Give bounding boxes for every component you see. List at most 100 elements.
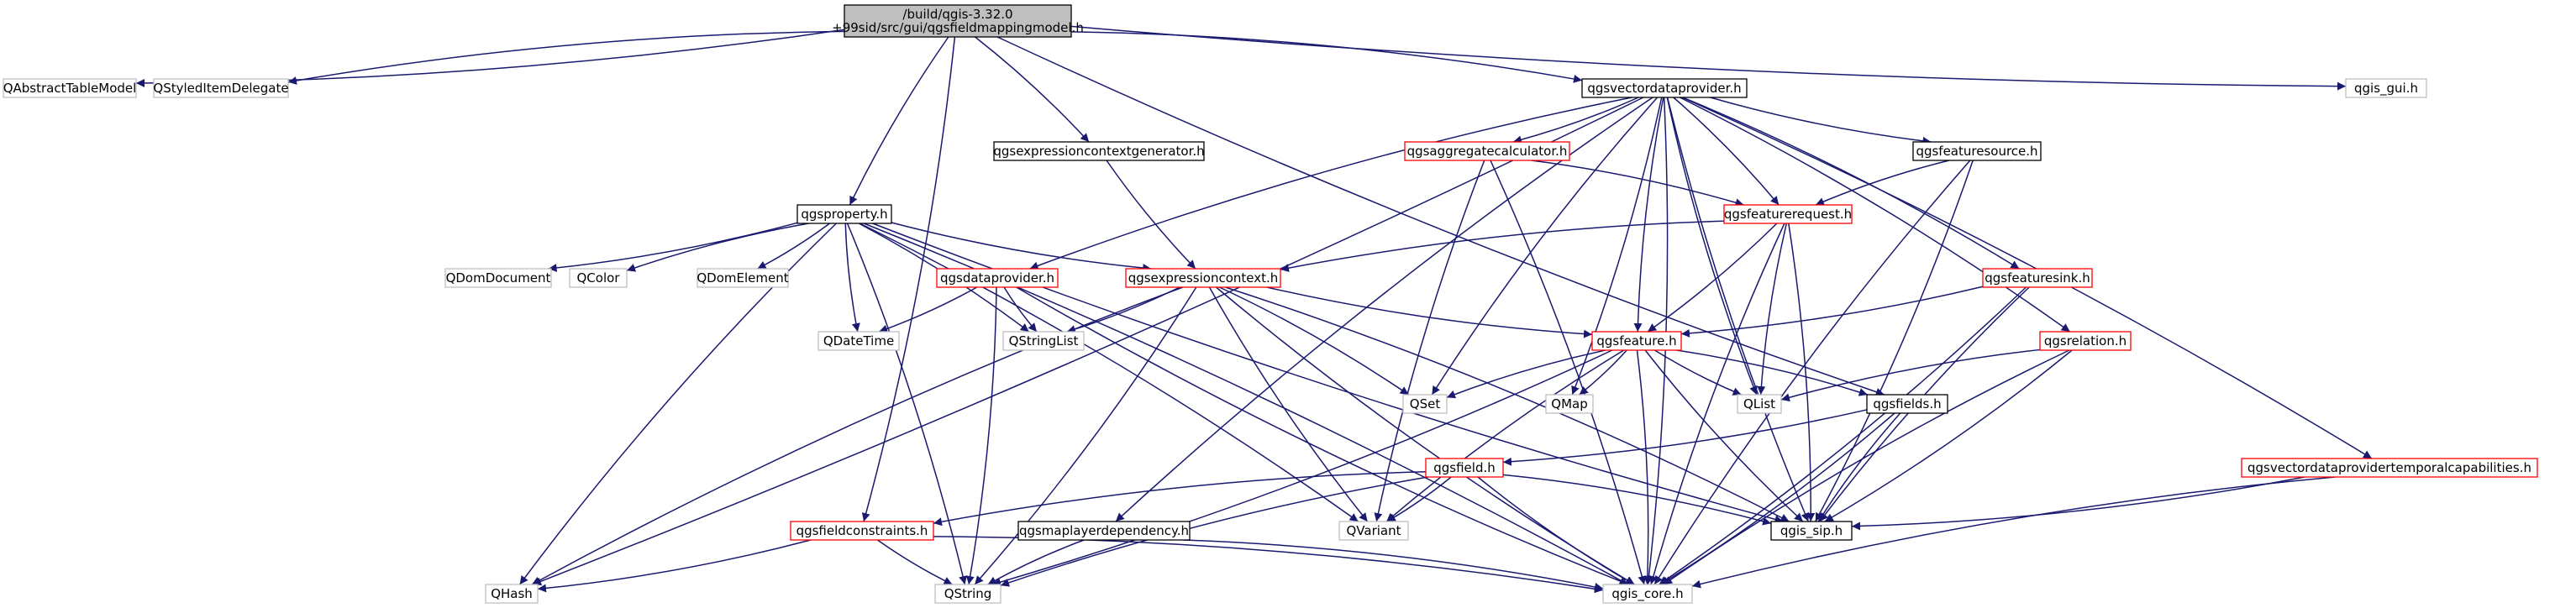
edge-qgsdataprovider-to-qgis-core (1016, 286, 1629, 585)
node-qstringlist: QStringList (1002, 331, 1085, 351)
node-label: QStringList (1009, 333, 1079, 349)
node-qgsfeaturerequest[interactable]: qgsfeaturerequest.h (1723, 204, 1853, 224)
node-layer: /build/qgis-3.32.0+99sid/src/gui/qgsfiel… (3, 4, 2538, 604)
edge-qgsfeaturerequest-to-qgis-core (1648, 223, 1785, 585)
node-box (1581, 78, 1748, 98)
edge-qgsfeature-to-qlist (1654, 349, 1742, 396)
node-qgsfields[interactable]: qgsfields.h (1866, 394, 1948, 414)
node-box (2345, 78, 2427, 98)
edge-qgsfields-to-qgsfield (1502, 409, 1868, 466)
node-qgsrelation[interactable]: qgsrelation.h (2039, 331, 2132, 351)
edge-qgsexpressioncontextgenerator-to-qgsexpressioncontext (1106, 160, 1196, 270)
edge-qgsvectordataprovider-to-qgsfeaturesource (1710, 97, 1932, 145)
node-qgsdataprovider[interactable]: qgsdataprovider.h (936, 268, 1059, 288)
node-qgsmaplayerdependency[interactable]: qgsmaplayerdependency.h (1017, 521, 1191, 541)
edge-qgsfeature-to-qgis-core (1636, 349, 1652, 585)
node-box (1402, 394, 1448, 414)
edge-root-to-qabstracttablemodel (135, 29, 845, 87)
edge-qgsfeature-to-qset (1446, 349, 1606, 399)
node-qset: QSet (1402, 394, 1448, 414)
node-box (844, 4, 1072, 38)
node-qgsexpressioncontextgenerator[interactable]: qgsexpressioncontextgenerator.h (993, 141, 1205, 161)
node-box (1912, 141, 2042, 161)
edge-qgsproperty-to-qgsexpressioncontext (891, 222, 1152, 273)
edge-qgsproperty-to-qdomelement (757, 223, 830, 270)
edge-root-to-qstyleditemdelegate (287, 30, 845, 85)
node-label: qgis_gui.h (2354, 81, 2418, 97)
node-label: qgsdataprovider.h (940, 270, 1054, 286)
node-qcolor: QColor (569, 268, 628, 288)
node-box (2241, 458, 2538, 478)
node-box (153, 78, 289, 98)
edge-qgsdataprovider-to-qdatetime (878, 286, 978, 333)
edge-root-to-qgsexpressioncontextgenerator (975, 36, 1090, 143)
edge-qgsproperty-to-qstring (846, 223, 967, 585)
edge-qgsvectordataprovider-to-qgsfeaturerequest (1673, 97, 1780, 206)
edge-qgsmaplayerdependency-to-qstring (987, 539, 1085, 585)
edge-qgsfeaturerequest-to-qgsfeature (1647, 223, 1778, 333)
node-qgsvectordataprovidertemporalcapabilities[interactable]: qgsvectordataprovidertemporalcapabilitie… (2241, 458, 2538, 478)
node-label: qgsfeature.h (1596, 333, 1676, 349)
node-box (934, 584, 1001, 604)
node-box (1591, 331, 1682, 351)
node-label: QHash (491, 586, 533, 601)
node-box (1737, 394, 1782, 414)
node-label: QList (1743, 396, 1775, 411)
node-box (569, 268, 628, 288)
node-qgsproperty[interactable]: qgsproperty.h (796, 204, 892, 224)
node-qgsexpressioncontext[interactable]: qgsexpressioncontext.h (1125, 268, 1281, 288)
node-box (1866, 394, 1948, 414)
edge-qgsvectordataprovider-to-qgsaggregatecalculator (1512, 97, 1639, 144)
edge-qgsvectordataprovider-to-qgis-sip (1666, 97, 1810, 522)
edge-qgsfeaturerequest-to-qgsexpressioncontext (1280, 220, 1725, 272)
node-box (993, 141, 1205, 161)
node-qgsfeature[interactable]: qgsfeature.h (1591, 331, 1682, 351)
node-qgsfeaturesource[interactable]: qgsfeaturesource.h (1912, 141, 2042, 161)
node-label: QMap (1551, 396, 1587, 411)
edge-qgsexpressioncontext-to-qstring (974, 286, 1197, 585)
node-box (1338, 521, 1409, 541)
edge-qgsfeaturesource-to-qgsfeaturerequest (1815, 160, 1950, 206)
node-label: qgsexpressioncontext.h (1128, 270, 1279, 286)
edge-qgsfieldconstraints-to-qhash (537, 539, 812, 593)
node-box (796, 204, 892, 224)
edge-qgsfieldconstraints-to-qstring (877, 539, 953, 585)
edge-layer (135, 25, 2373, 594)
node-label: qgsfields.h (1873, 396, 1941, 411)
node-label: QColor (577, 270, 621, 286)
edge-qgsfeature-to-qvariant (1385, 349, 1625, 522)
node-qgsfieldconstraints[interactable]: qgsfieldconstraints.h (790, 521, 934, 541)
node-label: qgsvectordataprovidertemporalcapabilitie… (2247, 460, 2531, 475)
edge-qgsaggregatecalculator-to-qgsfeaturerequest (1531, 160, 1744, 207)
node-qgsvectordataprovider[interactable]: qgsvectordataprovider.h (1581, 78, 1748, 98)
node-label: qgis_core.h (1611, 586, 1683, 602)
edge-root-to-qgsfieldconstraints (861, 36, 956, 522)
node-box (1602, 584, 1693, 604)
node-box (1404, 141, 1570, 161)
edge-root-to-qgis-gui (1070, 25, 2347, 91)
edge-qgsrelation-to-qgis-core (1663, 349, 2070, 585)
node-qgsaggregatecalculator[interactable]: qgsaggregatecalculator.h (1404, 141, 1570, 161)
node-qgsfield[interactable]: qgsfield.h (1425, 458, 1504, 478)
edge-qgsvectordataprovidertemporalcapabilities-to-qgis-sip (1851, 476, 2305, 531)
edge-qgsfeaturesource-to-qgis-sip (1815, 160, 1974, 522)
node-label: QDateTime (823, 333, 894, 349)
edge-qgsfields-to-qgis-sip (1817, 412, 1901, 522)
edge-qgsfeaturesink-to-qgis-core (1659, 286, 2027, 585)
edge-qgsexpressioncontext-to-qhash (531, 286, 1184, 585)
edge-qgsmaplayerdependency-to-qgis-core (1183, 539, 1604, 591)
edge-qgsfields-to-qgis-core (1659, 412, 1895, 585)
edge-qgsfield-to-qgis-core (1477, 476, 1635, 585)
node-box (1770, 521, 1853, 541)
node-qgis-sip[interactable]: qgis_sip.h (1770, 521, 1853, 541)
edge-qgsrelation-to-qlist (1780, 349, 2041, 402)
node-label: qgsfeaturesink.h (1985, 270, 2090, 286)
node-label: qgsproperty.h (801, 207, 887, 222)
edge-qgsdataprovider-to-qstringlist (1003, 286, 1038, 333)
node-root[interactable]: /build/qgis-3.32.0+99sid/src/gui/qgsfiel… (832, 4, 1084, 38)
edge-qgsproperty-to-qcolor (626, 223, 809, 272)
edge-qgsfeature-to-qgis-sip (1644, 349, 1804, 522)
node-qdatetime: QDateTime (817, 331, 900, 351)
node-qgsfeaturesink[interactable]: qgsfeaturesink.h (1982, 268, 2093, 288)
